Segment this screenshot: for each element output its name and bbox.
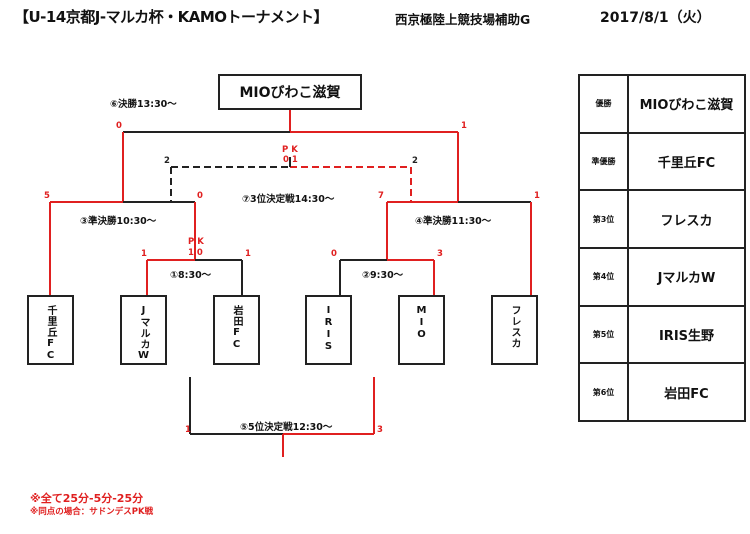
standings-row: 第3位フレスカ [578, 189, 746, 249]
team: MIOびわこ滋賀 [627, 74, 746, 134]
page-title: 【U-14京都J-マルカ杯・KAMOトーナメント】 [14, 8, 329, 26]
rank: 第4位 [578, 246, 629, 307]
match1-label: ①8:30～ [170, 270, 212, 281]
team-name: フレスカ [509, 305, 520, 349]
team-box: フレスカ [491, 295, 538, 365]
standings-row: 第6位岩田FC [578, 362, 746, 422]
score: 0 [197, 191, 203, 201]
team: フレスカ [627, 189, 746, 249]
standings-row: 準優勝千里丘FC [578, 131, 746, 192]
pk-label: P K [282, 145, 298, 155]
pk-label: P K [188, 237, 204, 247]
team-name: MIO [416, 305, 427, 341]
team-name: JマルカW [138, 305, 149, 362]
score: 1 [141, 249, 147, 259]
score: 2 [412, 156, 418, 166]
score: 1 [185, 425, 191, 435]
team-box: IRIS [305, 295, 352, 365]
team-box: JマルカW [120, 295, 167, 365]
rank: 第5位 [578, 304, 629, 365]
rank: 準優勝 [578, 131, 629, 192]
score: 2 [164, 156, 170, 166]
fifth-place-label: ⑤5位決定戦12:30～ [240, 422, 333, 433]
team: 千里丘FC [627, 131, 746, 192]
score: 5 [44, 191, 50, 201]
semi1-label: ③準決勝10:30～ [80, 216, 157, 227]
team-box: MIO [398, 295, 445, 365]
note-tiebreak: ※同点の場合：サドンデスPK戦 [30, 507, 154, 517]
champion-box: MIOびわこ滋賀 [218, 74, 362, 110]
score: 0 [116, 121, 122, 131]
rank: 第3位 [578, 189, 629, 249]
score: 3 [437, 249, 443, 259]
third-place-label: ⑦3位決定戦14:30～ [242, 194, 335, 205]
team: 岩田FC [627, 362, 746, 422]
team-name: 千里丘FC [45, 305, 56, 362]
team-name: 岩田FC [231, 305, 242, 351]
semi2-label: ④準決勝11:30～ [415, 216, 492, 227]
pk-score: 1 0 [188, 248, 203, 258]
rank: 優勝 [578, 74, 629, 134]
score: 1 [461, 121, 467, 131]
score: 1 [245, 249, 251, 259]
score: 1 [534, 191, 540, 201]
team-box: 千里丘FC [27, 295, 74, 365]
date: 2017/8/1（火） [600, 10, 711, 26]
team: JマルカW [627, 246, 746, 307]
team: IRIS生野 [627, 304, 746, 365]
team-box: 岩田FC [213, 295, 260, 365]
score: 0 [331, 249, 337, 259]
score: 3 [377, 425, 383, 435]
final-label: ⑥決勝13:30～ [110, 99, 177, 110]
rank: 第6位 [578, 362, 629, 422]
score: 7 [378, 191, 384, 201]
team-name: IRIS [323, 305, 334, 353]
match2-label: ②9:30～ [362, 270, 404, 281]
pk-score: 0 1 [283, 155, 298, 165]
venue: 西京極陸上競技場補助G [395, 12, 531, 27]
note-duration: ※全て25分-5分-25分 [30, 492, 144, 505]
